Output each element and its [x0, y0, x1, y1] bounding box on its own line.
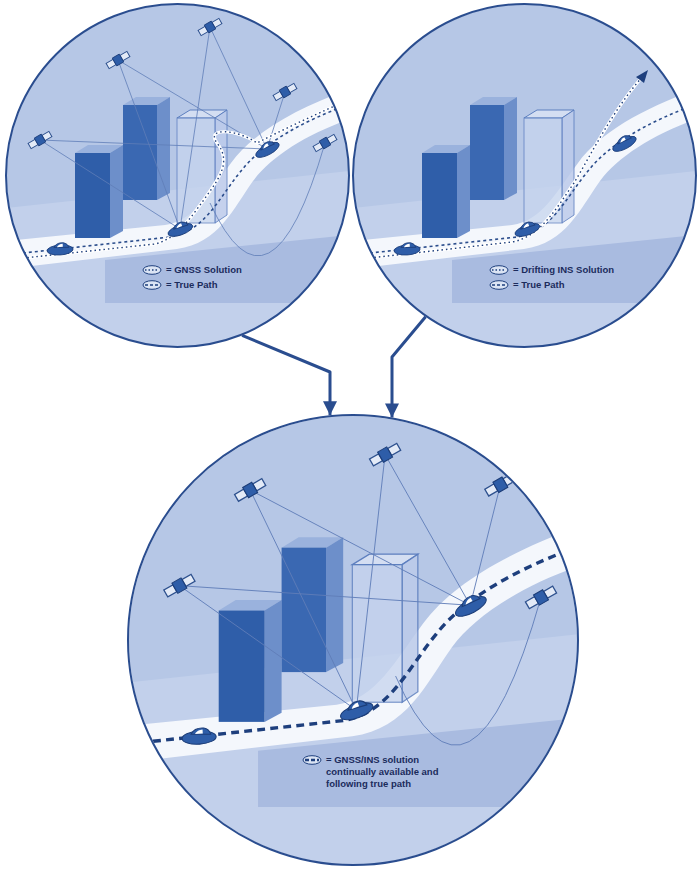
scene-circle: = Drifting INS Solution = True Path: [352, 3, 697, 348]
legend-text: = GNSS Solution: [166, 264, 332, 276]
line-sample-icon: [302, 755, 322, 765]
legend-row: = True Path: [142, 279, 332, 291]
scene-circle: = GNSS/INS solution continually availabl…: [127, 414, 579, 866]
gnss-ins-scene: [127, 414, 579, 866]
legend-block: = GNSS/INS solution continually availabl…: [302, 754, 472, 793]
legend-block: = GNSS Solution = True Path: [142, 264, 332, 294]
gnss-scene: [5, 3, 350, 348]
line-sample-icon: [142, 265, 162, 275]
legend-text: = True Path: [166, 279, 332, 291]
legend-block: = Drifting INS Solution = True Path: [489, 264, 679, 294]
legend-row: = Drifting INS Solution: [489, 264, 679, 276]
legend-text: = GNSS/INS solution continually availabl…: [326, 754, 466, 790]
legend-row: = GNSS Solution: [142, 264, 332, 276]
legend-row: = GNSS/INS solution continually availabl…: [302, 754, 472, 790]
legend-text: = Drifting INS Solution: [513, 264, 679, 276]
flow-arrow: [242, 335, 330, 415]
flow-arrow: [392, 317, 426, 418]
legend-text: = True Path: [513, 279, 679, 291]
line-sample-icon: [142, 280, 162, 290]
line-sample-icon: [489, 280, 509, 290]
scene-circle: = GNSS Solution = True Path: [5, 3, 350, 348]
line-sample-icon: [489, 265, 509, 275]
legend-row: = True Path: [489, 279, 679, 291]
ins-scene: [352, 3, 697, 348]
